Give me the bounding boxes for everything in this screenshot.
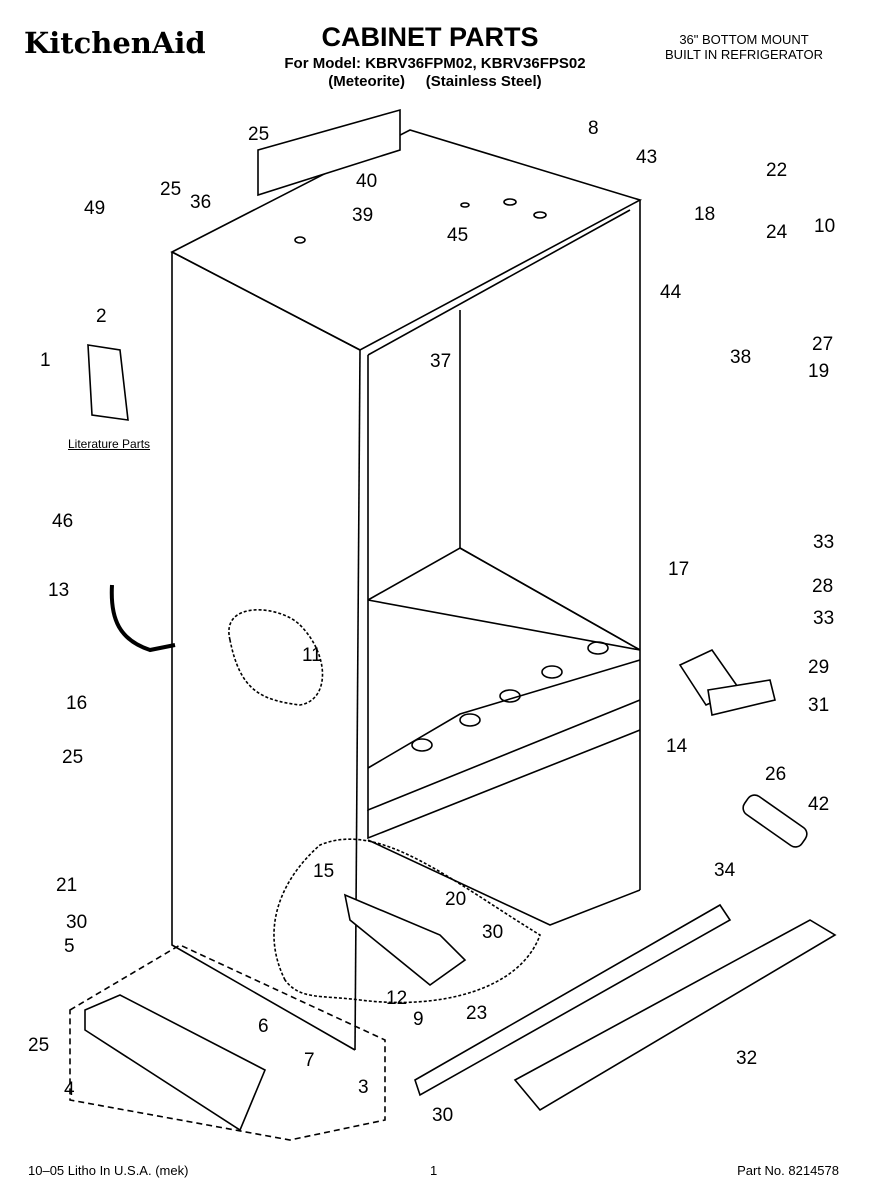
callout-8: 8 (588, 118, 599, 139)
model-info: For Model: KBRV36FPM02, KBRV36FPS02 (Met… (270, 55, 600, 91)
callout-38: 38 (730, 347, 751, 368)
callout-6: 6 (258, 1016, 269, 1037)
product-line1: 36" BOTTOM MOUNT (679, 32, 809, 47)
callout-32: 32 (736, 1048, 757, 1069)
model-line: For Model: KBRV36FPM02, KBRV36FPS02 (284, 55, 586, 72)
callout-26: 26 (765, 764, 786, 785)
callout-30: 30 (432, 1105, 453, 1126)
callout-25: 25 (248, 124, 269, 145)
cabinet-body (170, 108, 643, 1051)
callout-36: 36 (190, 192, 211, 213)
callout-30: 30 (482, 922, 503, 943)
cutaway-left (228, 609, 324, 706)
callout-1: 1 (40, 350, 51, 371)
callout-46: 46 (52, 511, 73, 532)
base-frame-box (69, 944, 386, 1141)
callout-25: 25 (62, 747, 83, 768)
toe-grille-32 (513, 919, 837, 1112)
callout-37: 37 (430, 351, 451, 372)
callout-12: 12 (386, 988, 407, 1009)
callout-22: 22 (766, 160, 787, 181)
footer-page-number: 1 (430, 1163, 438, 1178)
page-title: CABINET PARTS (321, 22, 539, 52)
callout-7: 7 (304, 1050, 315, 1071)
callout-44: 44 (660, 282, 682, 303)
footer-litho: 10–05 Litho In U.S.A. (mek) (28, 1163, 189, 1178)
callout-3: 3 (358, 1077, 369, 1098)
callout-2: 2 (96, 306, 107, 327)
callout-4: 4 (64, 1079, 75, 1100)
callout-10: 10 (814, 216, 835, 237)
callout-39: 39 (352, 205, 373, 226)
literature-booklet (87, 344, 129, 421)
callout-18: 18 (694, 204, 715, 225)
callout-25: 25 (160, 179, 181, 200)
callout-24: 24 (766, 222, 788, 243)
product-description: 36" BOTTOM MOUNT BUILT IN REFRIGERATOR (649, 32, 839, 62)
callout-15: 15 (313, 861, 334, 882)
callout-11: 11 (302, 645, 322, 666)
callout-40: 40 (356, 171, 377, 192)
callout-45: 45 (447, 225, 468, 246)
callout-16: 16 (66, 693, 87, 714)
callout-13: 13 (48, 580, 69, 601)
water-filter (742, 794, 808, 848)
brand-logo: KitchenAid (24, 26, 206, 60)
grille-34 (414, 903, 732, 1097)
hinge-29 (707, 679, 776, 716)
callout-9: 9 (413, 1009, 424, 1030)
water-valve (343, 893, 467, 987)
literature-label: Literature Parts (68, 437, 151, 451)
callout-25: 25 (28, 1035, 49, 1056)
callout-34: 34 (714, 860, 736, 881)
callout-21: 21 (56, 875, 77, 896)
base-frame (84, 994, 267, 1132)
callout-29: 29 (808, 657, 829, 678)
callout-33: 33 (813, 532, 834, 553)
product-line2: BUILT IN REFRIGERATOR (665, 47, 823, 62)
callout-43: 43 (636, 147, 657, 168)
callout-49: 49 (84, 198, 105, 219)
callout-42: 42 (808, 794, 829, 815)
callout-28: 28 (812, 576, 833, 597)
callout-17: 17 (668, 559, 689, 580)
callout-33: 33 (813, 608, 834, 629)
callout-23: 23 (466, 1003, 487, 1024)
callout-27: 27 (812, 334, 833, 355)
water-tube (109, 584, 176, 653)
callout-5: 5 (64, 936, 75, 957)
callout-14: 14 (666, 736, 688, 757)
cutaway-lower (273, 838, 541, 1004)
finish-line: (Meteorite) (Stainless Steel) (328, 73, 542, 90)
callout-31: 31 (808, 695, 829, 716)
callout-19: 19 (808, 361, 829, 382)
callout-30: 30 (66, 912, 87, 933)
callout-20: 20 (445, 889, 466, 910)
footer-part-number: Part No. 8214578 (737, 1163, 839, 1178)
